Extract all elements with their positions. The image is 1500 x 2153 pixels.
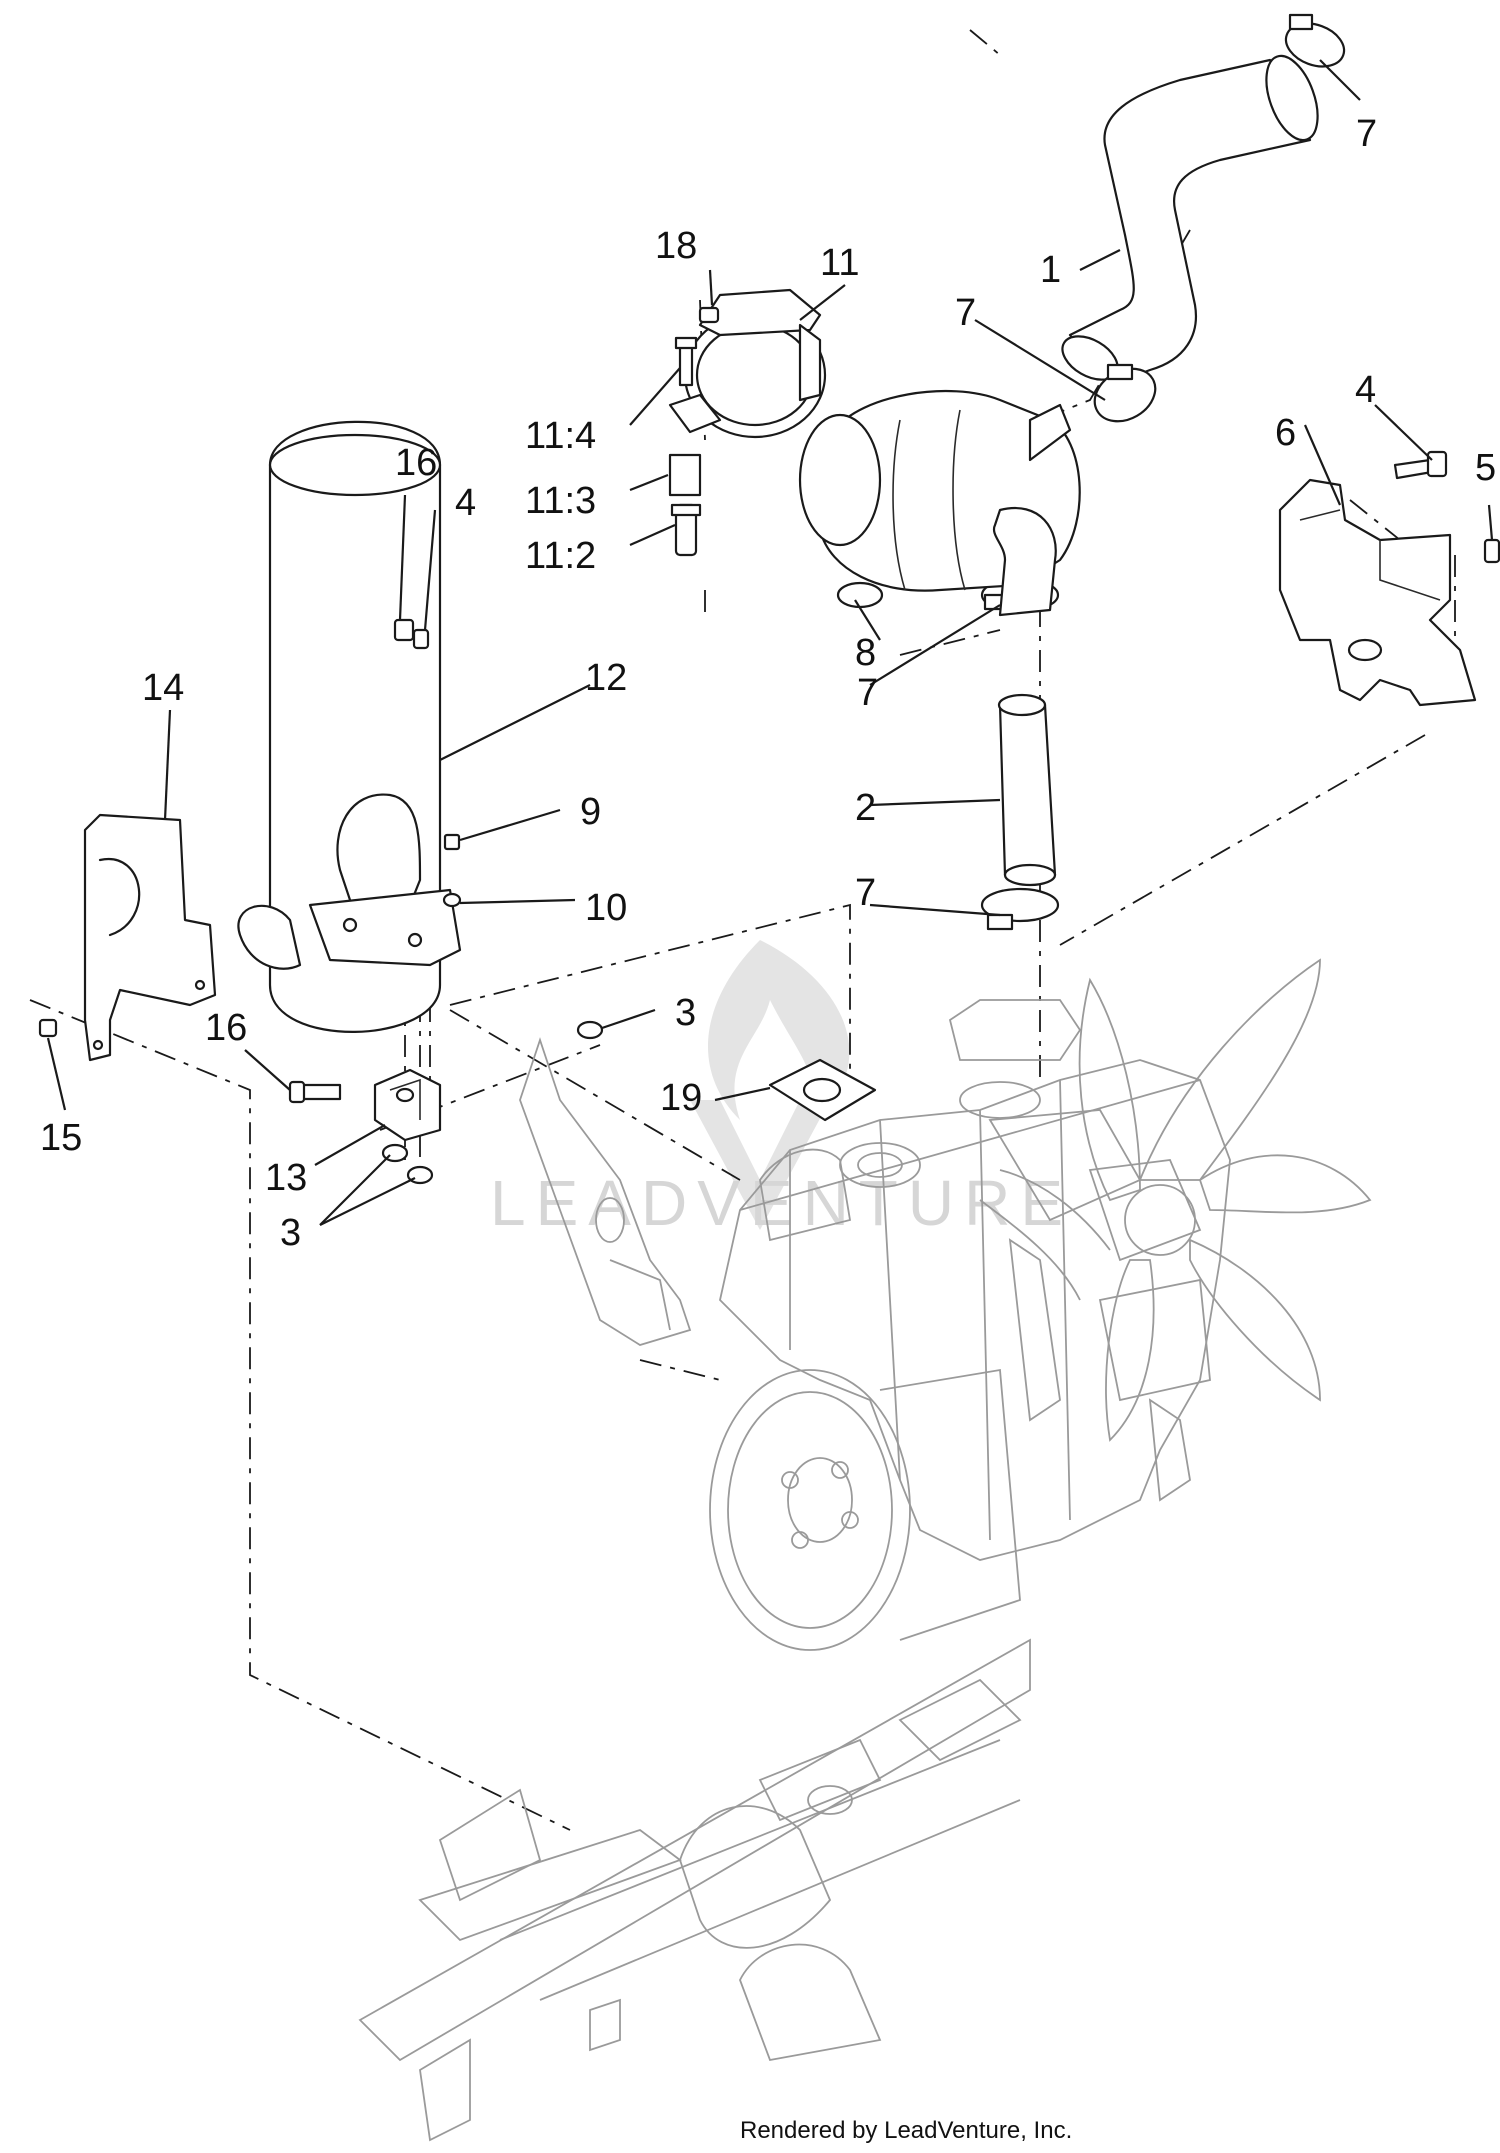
- callout-15: 15: [40, 1117, 82, 1159]
- callout-6: 6: [1275, 412, 1296, 454]
- callout-7-middle: 7: [857, 672, 878, 714]
- bracket-bolt-4: [1393, 450, 1448, 480]
- intake-hose-upper: [1061, 54, 1319, 387]
- callout-11-2: 11:2: [525, 535, 596, 577]
- band-spring-11-3: [668, 453, 702, 497]
- bracket-bolt-5: [1483, 538, 1500, 564]
- mounting-bracket-right: [1278, 478, 1477, 707]
- hose-clamp-top: [1284, 13, 1346, 68]
- intake-hose-lower: [997, 693, 1057, 887]
- band-pin-11-2: [670, 503, 702, 557]
- callout-2: 2: [855, 787, 876, 829]
- flange-nut-3: [576, 1020, 604, 1040]
- band-bolt-11-4: [674, 336, 698, 387]
- air-cleaner-mounting-band: [668, 288, 827, 439]
- hose-clamp-lower: [980, 887, 1060, 931]
- heat-shield: [83, 813, 217, 1062]
- muffler-nut-9: [443, 833, 461, 851]
- engine-mount-bracket-left: [519, 1037, 692, 1346]
- band-bolt-18: [698, 306, 720, 324]
- air-cleaner: [798, 389, 1081, 617]
- watermark-v-icon: [690, 1100, 830, 1230]
- callout-18: 18: [655, 225, 697, 267]
- callout-19: 19: [660, 1077, 702, 1119]
- callout-14: 14: [142, 667, 184, 709]
- engine-fan: [1078, 958, 1372, 1442]
- heat-shield-screw-15: [38, 1018, 58, 1038]
- callout-8: 8: [855, 632, 876, 674]
- callout-5: 5: [1475, 447, 1496, 489]
- callout-12: 12: [585, 657, 627, 699]
- callout-1: 1: [1040, 249, 1061, 291]
- callout-7-lower: 7: [855, 872, 876, 914]
- engine-flywheel: [709, 1368, 1021, 1651]
- credit-text: Rendered by LeadVenture, Inc.: [740, 2117, 1072, 2144]
- bracket-nuts-3: [381, 1143, 434, 1185]
- callout-3-top: 3: [675, 992, 696, 1034]
- callout-9: 9: [580, 791, 601, 833]
- hose-clamp-upper: [1093, 363, 1157, 423]
- callout-16-top: 16: [395, 442, 437, 484]
- muffler-bolts-16-4: [393, 618, 430, 650]
- callout-4-right: 4: [1355, 369, 1376, 411]
- bracket-bolt-16: [288, 1080, 342, 1104]
- watermark-text: LEADVENTURE: [490, 1167, 1073, 1239]
- muffler-bracket: [373, 1068, 442, 1142]
- callout-13: 13: [265, 1157, 307, 1199]
- engine-block: [719, 999, 1231, 1561]
- callout-7-top: 7: [1356, 113, 1377, 155]
- callout-10: 10: [585, 887, 627, 929]
- machine-frame: [358, 1638, 1031, 2142]
- callout-11-3: 11:3: [525, 480, 596, 522]
- exhaust-gasket: [768, 1058, 877, 1122]
- callout-labels: 7 1 18 11 7 11:4 11:3 11:2 8 16 4 4 6 5 …: [40, 113, 1496, 1254]
- callout-4-left: 4: [455, 482, 476, 524]
- callout-11: 11: [820, 242, 859, 284]
- callout-11-4: 11:4: [525, 415, 596, 457]
- muffler: [237, 420, 462, 1033]
- leader-lines: [46, 59, 1494, 1226]
- callout-16-bottom: 16: [205, 1007, 247, 1049]
- muffler-washer-10: [442, 892, 462, 908]
- callout-7-upper: 7: [955, 292, 976, 334]
- callout-3-bottom: 3: [280, 1212, 301, 1254]
